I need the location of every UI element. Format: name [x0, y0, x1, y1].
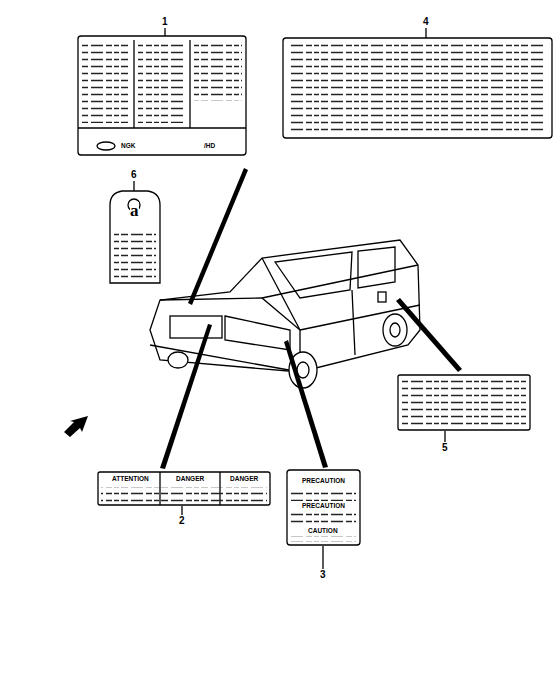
- callout-number: 3: [320, 570, 326, 580]
- label-heading: PRECAUTION: [301, 503, 346, 510]
- callout-number: 6: [131, 170, 137, 180]
- callout-number: 1: [162, 17, 168, 27]
- label-heading: PRECAUTION: [301, 478, 346, 485]
- label-heading: ATTENTION: [111, 476, 150, 483]
- brand-text: NGK: [120, 143, 136, 150]
- callout-number: 5: [442, 443, 448, 453]
- label-heading: CAUTION: [307, 528, 339, 535]
- label-heading: DANGER: [229, 476, 259, 483]
- callout-number: 4: [423, 17, 429, 27]
- callout-number: 2: [179, 516, 185, 526]
- symbol-letter: a: [130, 202, 139, 219]
- label-text: /HD: [203, 143, 216, 150]
- label-heading: DANGER: [175, 476, 205, 483]
